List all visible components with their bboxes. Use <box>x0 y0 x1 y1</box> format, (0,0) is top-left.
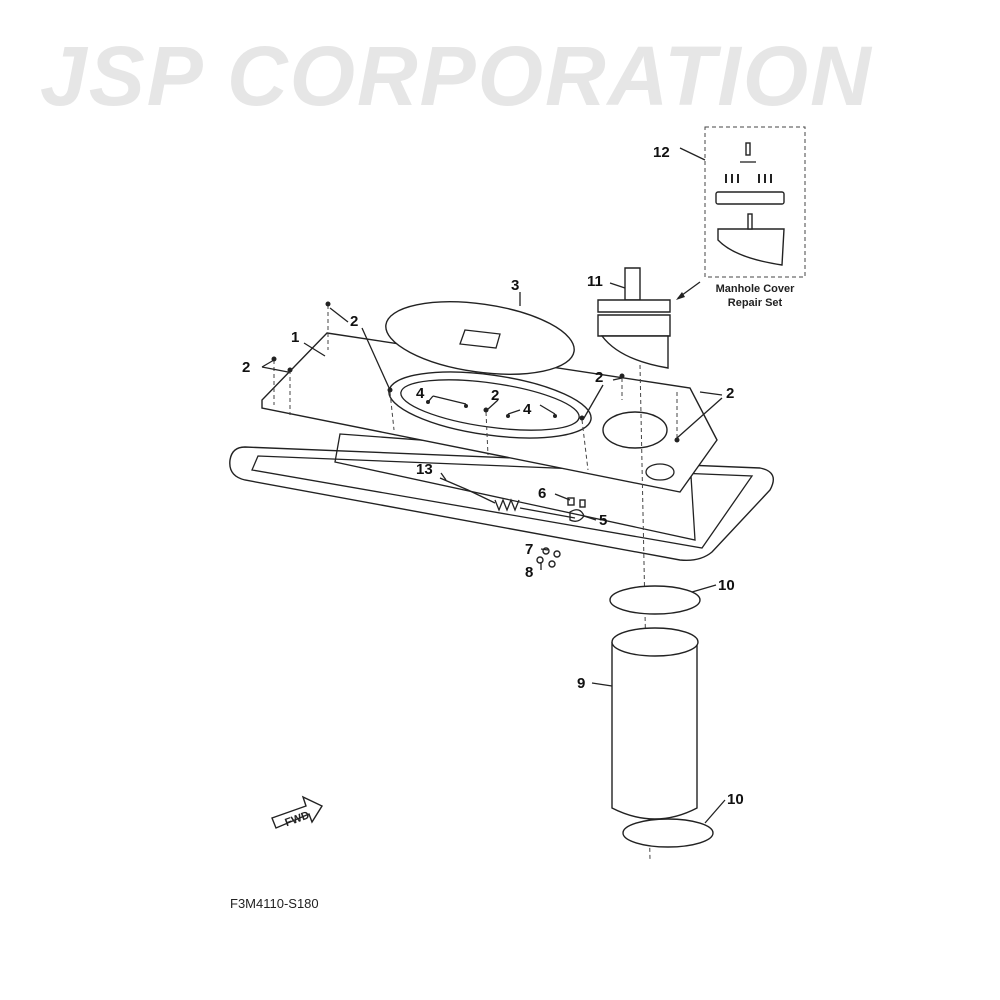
callout-4: 4 <box>523 401 532 418</box>
part-1-plate <box>261 332 718 493</box>
part-10-clamp-lower <box>622 818 714 848</box>
cup-holder <box>602 411 668 449</box>
callout-1: 1 <box>291 329 299 346</box>
watermark: JSP CORPORATION <box>40 29 873 123</box>
repair-set-caption-line1: Manhole Cover <box>716 283 796 295</box>
callout-10: 10 <box>718 577 735 594</box>
fwd-arrow-icon: FWD <box>271 795 324 829</box>
callout-2: 2 <box>242 359 250 376</box>
callout-3: 3 <box>511 277 519 294</box>
callout-13: 13 <box>416 461 433 478</box>
diagram-code: F3M4110-S180 <box>230 896 319 911</box>
callout-2: 2 <box>491 387 499 404</box>
part-9-hose <box>611 627 699 820</box>
part-3-lid <box>385 301 575 375</box>
callout-2: 2 <box>595 369 603 386</box>
callout-2: 2 <box>726 385 734 402</box>
part-11-valve <box>597 267 671 369</box>
callout-7: 7 <box>525 541 533 558</box>
callout-9: 9 <box>577 675 585 692</box>
leader-lines <box>261 147 726 824</box>
callout-4: 4 <box>416 385 425 402</box>
callout-5: 5 <box>599 512 607 529</box>
callout-11: 11 <box>587 273 603 290</box>
callout-12: 12 <box>653 144 670 161</box>
callout-10: 10 <box>727 791 744 808</box>
repair-set-caption-line2: Repair Set <box>728 297 783 309</box>
callout-8: 8 <box>525 564 533 581</box>
part-12-repair-set: Manhole Cover Repair Set <box>704 126 806 309</box>
callout-2: 2 <box>350 313 358 330</box>
callout-6: 6 <box>538 485 546 502</box>
part-10-clamp-upper <box>609 585 701 615</box>
